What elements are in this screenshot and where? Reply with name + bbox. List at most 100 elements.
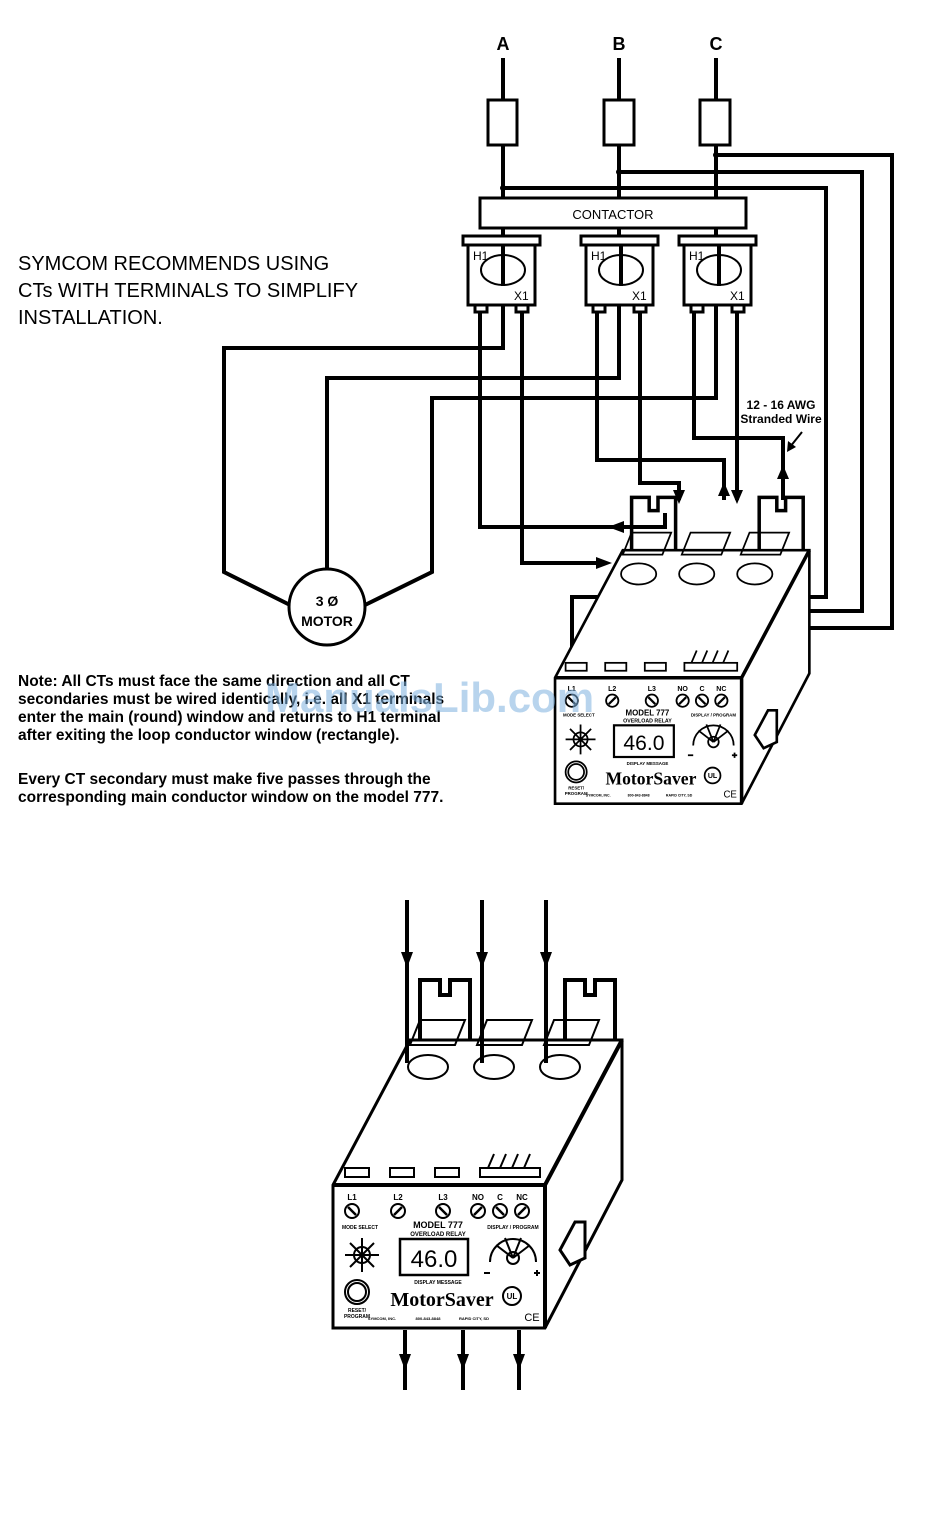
terminal-l2-label: L2 [608,686,616,693]
city-label: RAPID CITY, SD [666,794,693,798]
ce-mark: CE [524,1312,539,1324]
note-line: secondaries must be wired identically, i… [18,691,444,708]
ul-text: UL [507,1292,518,1301]
contactor-label: CONTACTOR [572,207,653,222]
arrow-icon [787,441,796,452]
phase-labels: A B C [497,34,723,54]
model-label: MODEL 777 [626,709,670,718]
terminal-screw-icon[interactable] [390,1203,406,1219]
contactor: CONTACTOR [478,196,748,230]
terminal-screw-icon[interactable] [344,1203,360,1219]
note-line: after exiting the loop conductor window … [18,727,400,744]
ct1-h-wire [520,312,600,565]
phase-b-wire [325,58,621,570]
phone-label: 800-843-8848 [416,1316,442,1321]
note-line: enter the main (round) window and return… [18,709,441,726]
brand-logo: MotorSaver [390,1289,493,1311]
display-program-label: DISPLAY / PROGRAM [691,713,736,718]
reset-button[interactable] [344,1279,370,1305]
terminal-screw-icon[interactable] [694,693,710,708]
relay-type-label: OVERLOAD RELAY [623,719,672,725]
terminal-screw-icon[interactable] [514,1203,530,1219]
phase-c-label: C [710,34,723,54]
terminal-screws [564,693,729,708]
terminal-screw-icon[interactable] [564,693,579,708]
watermark: ManualsLib.com [265,674,594,721]
ct-x1-label: X1 [632,289,647,303]
recommendation-line: INSTALLATION. [18,307,163,329]
tap-wire-a [503,186,828,668]
reset-button[interactable] [564,760,588,784]
ct2-h-wire [638,312,681,500]
arrow-icon [718,482,730,496]
terminal-screw-icon[interactable] [470,1203,486,1219]
wire-size-label: 12 - 16 AWG Stranded Wire [740,398,822,452]
terminal-screw-icon[interactable] [435,1203,451,1219]
terminal-l2-label: L2 [393,1193,403,1202]
terminal-screw-icon[interactable] [675,693,690,708]
ct1-x-wire [478,312,667,529]
phase-a-label: A [497,34,510,54]
arrow-icon [777,465,789,479]
terminal-screw-icon[interactable] [644,693,659,708]
ct-h1-label: H1 [689,249,705,263]
wire-size-line1: 12 - 16 AWG [747,398,816,412]
top-terminals [344,1153,541,1178]
phone-label: 800-843-8848 [628,794,650,798]
display-value: 46.0 [623,732,664,755]
arrow-icon [608,521,624,533]
model-777-relay: L1 L2 L3 NO C NC MODEL 777 OVERLOAD RELA… [331,978,624,1330]
terminal-l1-label: L1 [568,686,576,693]
program-label: PROGRAM [344,1314,370,1320]
motor-circle [287,567,367,647]
arrow-icon [673,490,685,504]
program-label: PROGRAM [565,791,588,796]
display-program-knob[interactable] [506,1251,520,1265]
din-clip [558,1220,587,1267]
reset-label: RESET/ [568,786,585,791]
wire-size-line2: Stranded Wire [740,412,822,426]
relay-type-label: OVERLOAD RELAY [410,1232,465,1238]
terminal-l3-label: L3 [438,1193,448,1202]
display-program-label: DISPLAY / PROGRAM [487,1225,538,1231]
fuse-a [486,98,519,147]
arrow-icon [399,1354,411,1370]
ct-x1-label: X1 [730,289,745,303]
recommendation-line: CTs WITH TERMINALS TO SIMPLIFY [18,280,358,302]
note-line: Note: All CTs must face the same directi… [18,673,410,690]
ul-text: UL [708,773,718,780]
ul-logo [502,1286,522,1306]
ce-mark: CE [723,789,737,800]
ct-h1-label: H1 [591,249,607,263]
city-label: RAPID CITY, SD [459,1316,489,1321]
recommendation-text: SYMCOM RECOMMENDS USING CTs WITH TERMINA… [18,253,358,329]
terminal-c-label: C [699,686,704,693]
fuse-b [602,98,636,147]
display-value: 46.0 [411,1246,458,1273]
mode-select-label: MODE SELECT [563,713,595,718]
brand-logo: MotorSaver [606,768,697,788]
arrow-icon [476,952,488,968]
motor: 3 Ø MOTOR [287,567,367,647]
note-text: Note: All CTs must face the same directi… [18,673,444,806]
motor-label: MOTOR [301,613,353,629]
ul-logo [703,766,722,785]
phase-b-label: B [613,34,626,54]
display-program-knob[interactable] [707,735,720,749]
mode-select-label: MODE SELECT [342,1225,378,1231]
terminal-screw-icon[interactable] [605,693,620,708]
terminal-screw-icon[interactable] [492,1203,508,1219]
terminal-nc-label: NC [716,686,726,693]
terminal-screw-icon[interactable] [714,693,729,708]
contactor-box [478,196,748,230]
company-label: SYMCOM, INC. [586,794,611,798]
model-label: MODEL 777 [413,1220,463,1230]
model-777-relay-top: L1 L2 L3 NO C NC MODEL 777 OVERLOAD RELA… [553,495,811,805]
arrow-icon [596,557,612,569]
ct-secondary-wires [478,312,789,569]
display-caption: DISPLAY MESSAGE [414,1280,462,1286]
ct-h1-label: H1 [473,249,489,263]
